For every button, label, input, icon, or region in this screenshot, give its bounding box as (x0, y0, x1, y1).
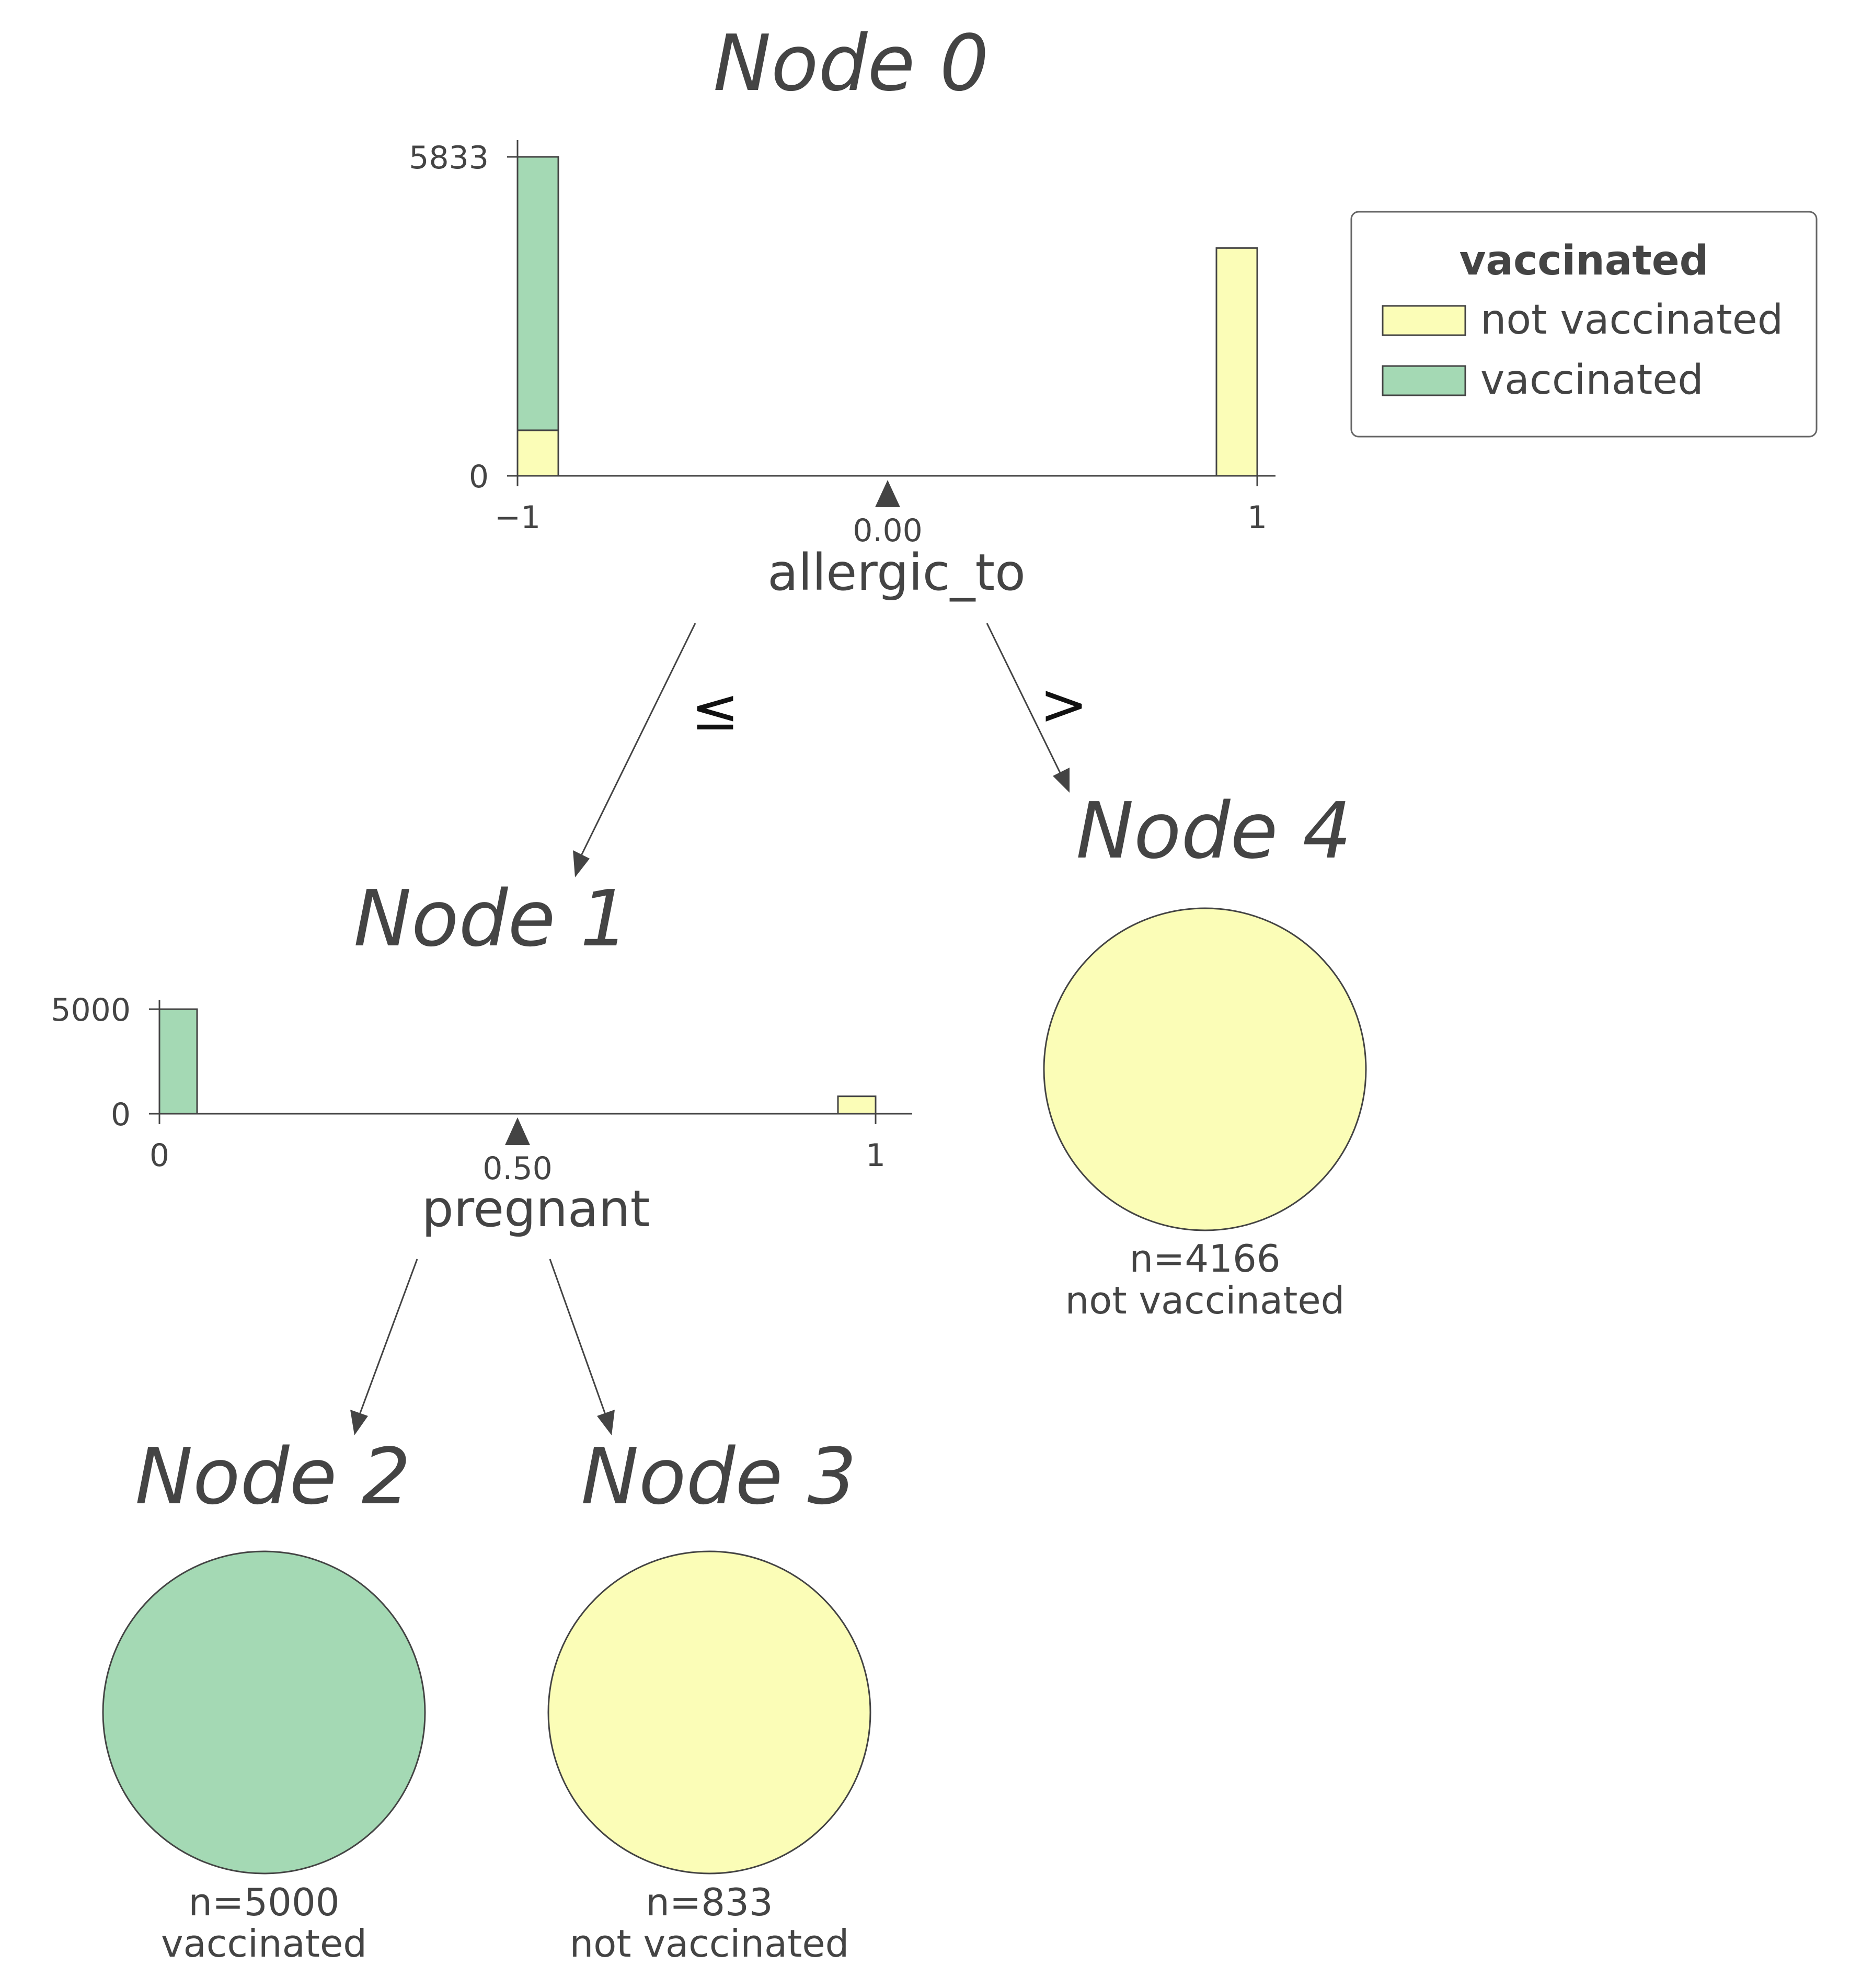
node-2: Node 2 n=5000 vaccinated (102, 1432, 426, 1966)
node-0-threshold-label: 0.00 (853, 512, 923, 549)
node-0-y-tick-label-max: 5833 (409, 140, 489, 176)
node-1-threshold-label: 0.50 (482, 1150, 553, 1187)
edge-node-0-to-node-4 (986, 623, 1061, 773)
edge-node-0-to-node-4-arrowhead (1053, 768, 1070, 793)
node-1: Node 1 5000 0 0 1 0.50 pregnant (51, 874, 912, 1238)
node-1-bar-1-not-vaccinated (837, 1095, 877, 1115)
node-4-class-label: not vaccinated (1065, 1278, 1345, 1322)
edge-node-1-to-node-3-arrowhead (597, 1410, 615, 1435)
legend-label-vaccinated: vaccinated (1480, 357, 1704, 404)
node-0: Node 0 5833 0 −1 1 0.00 allergic_to (409, 18, 1276, 602)
edge-node-1-to-node-3 (549, 1259, 606, 1415)
edge-label-right: > (1040, 671, 1088, 738)
node-1-feature-label: pregnant (422, 1180, 650, 1238)
edge-node-1-to-node-2-arrowhead (350, 1410, 368, 1435)
node-1-y-tick-label-0: 0 (111, 1096, 131, 1133)
node-2-class-label: vaccinated (161, 1922, 367, 1966)
node-1-x-tick-label-max: 1 (866, 1137, 886, 1174)
node-0-x-tick-label-max: 1 (1247, 499, 1267, 536)
node-1-histogram: 5000 0 0 1 0.50 (51, 992, 912, 1187)
node-0-y-tick-label-0: 0 (469, 459, 489, 495)
node-4-n-label: n=4166 (1129, 1237, 1280, 1281)
node-0-x-tick-label-min: −1 (495, 499, 541, 536)
node-0-histogram: 5833 0 −1 1 0.00 (409, 140, 1276, 549)
node-1-histogram-bars (158, 1008, 877, 1115)
legend-swatch-vaccinated (1382, 365, 1466, 396)
node-3: Node 3 n=833 not vaccinated (547, 1432, 871, 1966)
edge-node-1-to-node-2 (359, 1259, 418, 1415)
legend-title: vaccinated (1460, 237, 1709, 284)
legend-swatch-not-vaccinated (1382, 305, 1466, 336)
node-3-class-label: not vaccinated (570, 1922, 849, 1966)
node-1-x-tick-label-min: 0 (150, 1137, 169, 1174)
node-3-n-label: n=833 (646, 1880, 773, 1924)
node-2-title: Node 2 (135, 1432, 410, 1522)
edge-node-0-to-node-1-arrowhead (573, 850, 590, 877)
legend-label-not-vaccinated: not vaccinated (1480, 296, 1783, 344)
node-1-y-tick-label-max: 5000 (51, 992, 131, 1029)
edges-node-0: ≤ > (573, 623, 1088, 877)
node-0-feature-label: allergic_to (767, 543, 1026, 602)
node-1-bar-0-vaccinated (158, 1008, 198, 1115)
node-0-bar-0-vaccinated (516, 156, 559, 431)
legend: vaccinated not vaccinated vaccinated (1350, 211, 1818, 438)
node-0-histogram-bars (516, 156, 1258, 477)
node-3-title: Node 3 (581, 1432, 856, 1522)
node-2-leaf-circle (102, 1550, 426, 1875)
edges-node-1 (350, 1259, 615, 1435)
edge-label-left: ≤ (691, 676, 739, 743)
node-3-leaf-circle (547, 1550, 871, 1875)
node-0-bar-0-not-vaccinated (516, 429, 559, 477)
node-1-threshold-marker (505, 1117, 530, 1145)
node-0-title: Node 0 (713, 18, 989, 108)
legend-box (1350, 211, 1818, 438)
node-4-title: Node 4 (1076, 786, 1351, 876)
node-2-n-label: n=5000 (188, 1880, 339, 1924)
node-4-leaf-circle (1043, 907, 1367, 1231)
edge-node-0-to-node-1 (579, 623, 696, 858)
node-0-bar-1-not-vaccinated (1215, 247, 1258, 477)
node-4: Node 4 n=4166 not vaccinated (1043, 786, 1367, 1322)
node-1-title: Node 1 (353, 874, 629, 964)
node-0-threshold-marker (875, 480, 900, 507)
